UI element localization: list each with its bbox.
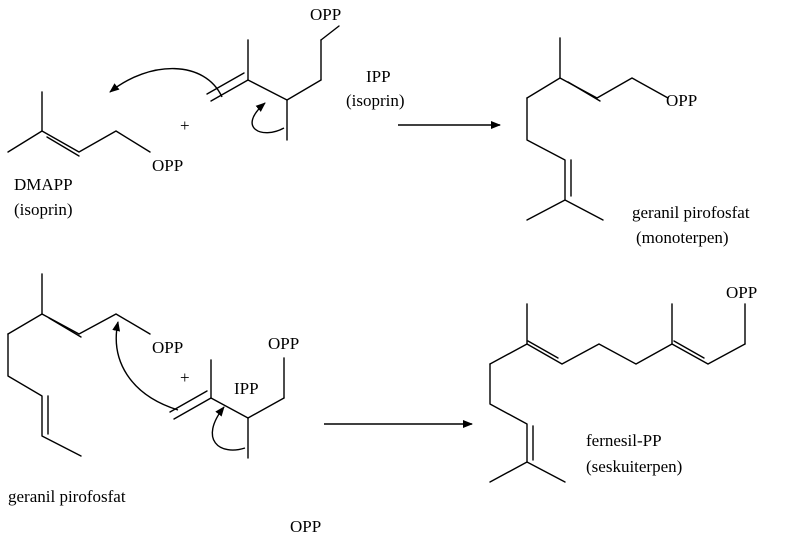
dmapp-double-bond [46, 136, 80, 157]
gpp-lower-branch [564, 199, 604, 221]
ipp-bot-bond-b [247, 397, 285, 419]
ipp-top-bond-d [320, 25, 340, 41]
curved-arrow-top-short [251, 102, 285, 134]
fpp-main-chain [489, 343, 746, 365]
geranil-pp-molecule [526, 37, 669, 221]
fernesil-pp-molecule [489, 303, 746, 483]
dmapp-molecule [7, 91, 151, 157]
dmapp-opp-label: OPP [152, 156, 183, 175]
ipp-top-name-label: IPP [366, 67, 391, 86]
dmapp-isoprin-label: (isoprin) [14, 200, 73, 219]
gpp-monoterpen-label: (monoterpen) [636, 228, 729, 247]
ipp-top-bond-a [247, 79, 288, 101]
curved-arrow-bottom-short [211, 406, 246, 451]
gpp2-lower-chain [7, 333, 82, 457]
fpp-double-mid [527, 340, 559, 359]
gpp2-name-label: geranil pirofosfat [8, 487, 126, 506]
gpp-upper-double [567, 81, 601, 102]
gpp2-upper-chain [7, 313, 151, 335]
ipp-top-double-1 [210, 79, 249, 102]
gpp-opp-label: OPP [666, 91, 697, 110]
curved-arrow-top-long [109, 67, 223, 98]
plus-sign-bottom: + [180, 368, 190, 387]
ipp-top-opp-label: OPP [310, 5, 341, 24]
gpp2-upper-double [48, 317, 82, 338]
fpp-double-right [673, 340, 705, 359]
dmapp-skeleton [7, 130, 151, 153]
gpp-lower-chain [526, 97, 566, 221]
ipp-molecule-bottom [169, 357, 285, 459]
ipp-bot-double-2 [169, 390, 208, 413]
ipp-bot-bond-a [210, 397, 249, 419]
ipp-molecule-top [206, 25, 340, 141]
gpp-upper-chain [526, 77, 669, 99]
fpp-name-label: fernesil-PP [586, 431, 662, 450]
ipp-bot-opp-label: OPP [268, 334, 299, 353]
fpp-seskuiterpen-label: (seskuiterpen) [586, 457, 682, 476]
ipp-top-bond-b [286, 79, 322, 101]
gpp-name-label: geranil pirofosfat [632, 203, 750, 222]
geranil-pp-reactant [7, 273, 151, 457]
ipp-bot-name-label: IPP [234, 379, 259, 398]
gpp2-opp-label: OPP [152, 338, 183, 357]
bottom-opp-label: OPP [290, 517, 321, 536]
plus-sign-top: + [180, 116, 190, 135]
fpp-opp-label: OPP [726, 283, 757, 302]
fpp-tail-branch [526, 461, 566, 483]
ipp-top-isoprin-label: (isoprin) [346, 91, 405, 110]
ipp-bot-double-1 [173, 397, 212, 420]
curved-arrow-bottom-long [112, 321, 179, 411]
ipp-top-double-2 [206, 72, 245, 95]
dmapp-name-label: DMAPP [14, 175, 73, 194]
fpp-tail-chain [489, 363, 528, 483]
